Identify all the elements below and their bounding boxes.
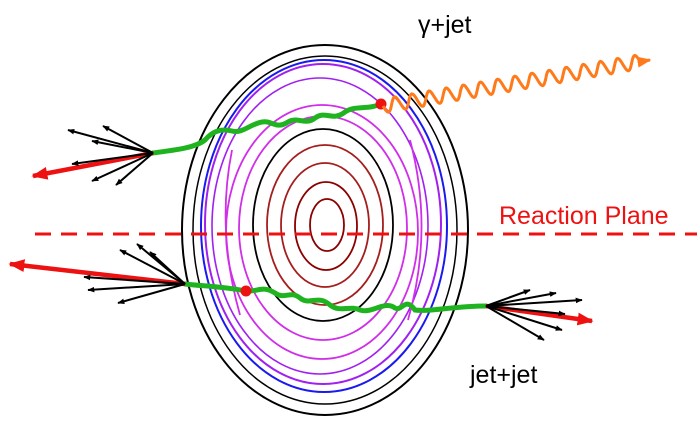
right-jet <box>485 289 594 341</box>
jet-jet-label: jet+jet <box>469 361 537 389</box>
reaction-plane-label: Reaction Plane <box>499 202 669 230</box>
contour-red-1 <box>266 144 384 306</box>
medium-contours <box>181 44 469 416</box>
contour-purple <box>204 63 442 385</box>
hadron-arrow <box>119 249 186 285</box>
hadron-arrow <box>485 297 583 307</box>
hadron-arrow <box>91 139 154 154</box>
hadron-arrow <box>117 283 186 304</box>
contour-red-3 <box>294 181 358 271</box>
hadron-arrow <box>485 305 563 331</box>
contour-arc-left <box>224 149 241 316</box>
contour-black-inner <box>252 128 394 322</box>
contour-core <box>309 198 345 252</box>
hadron-arrow <box>115 152 154 186</box>
upper-parton-path <box>150 101 384 156</box>
outer-contour <box>181 44 469 416</box>
lower-parton-path <box>182 281 489 314</box>
hadron-arrow <box>87 283 186 293</box>
hadron-arrow <box>71 152 154 166</box>
leading-arrow <box>8 259 186 287</box>
hadron-arrow <box>83 274 186 285</box>
contour-purple-2 <box>211 77 429 375</box>
contour-blue <box>200 59 448 393</box>
hadron-arrow <box>485 289 531 307</box>
leading-arrow <box>31 150 154 180</box>
hadron-arrow <box>91 152 154 182</box>
hadron-arrow <box>102 125 154 154</box>
lower-left-jet <box>8 243 186 304</box>
lower-vertex-dot <box>240 285 252 297</box>
gamma-jet-label: γ+jet <box>418 11 472 39</box>
hadron-arrow <box>485 305 566 317</box>
contour-arc-right <box>407 139 423 321</box>
hadron-arrow <box>485 291 557 307</box>
photon-wave <box>381 53 652 114</box>
hadron-arrow <box>149 251 186 285</box>
contour-red-2 <box>280 162 370 288</box>
hadron-arrow <box>67 128 154 154</box>
hadron-arrow <box>485 305 545 341</box>
upper-left-jet <box>31 125 154 186</box>
contour-2 <box>192 55 458 405</box>
